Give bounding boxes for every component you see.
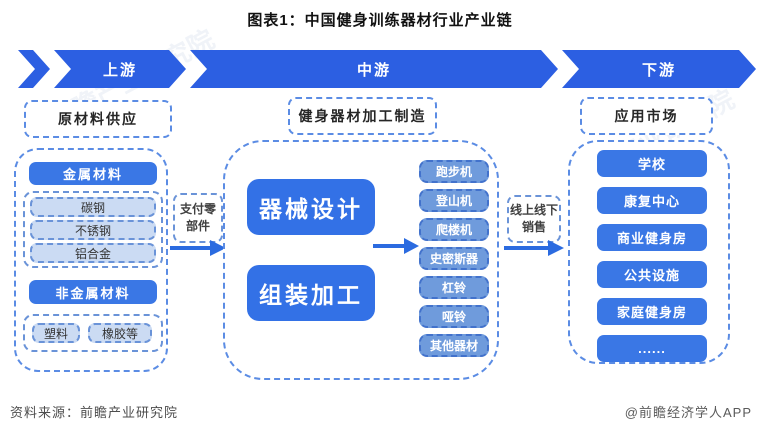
nonmetal-materials-group: 塑料 橡胶等 xyxy=(23,314,163,352)
banner-lead-chevron-icon xyxy=(18,50,50,88)
metal-materials-group: 碳钢 不锈钢 铝合金 xyxy=(23,191,163,268)
left-connector-label: 支付零部件 xyxy=(173,193,223,243)
right-connector-label: 线上线下销售 xyxy=(507,195,561,243)
market-item: 康复中心 xyxy=(597,187,707,214)
product-item: 其他器材 xyxy=(419,334,489,357)
chart-title: 图表1：中国健身训练器材行业产业链 xyxy=(247,12,513,29)
metal-materials-title: 金属材料 xyxy=(29,162,157,185)
product-item: 爬楼机 xyxy=(419,218,489,241)
midstream-container: 器械设计 组装加工 跑步机 登山机 爬楼机 史密斯器 杠铃 哑铃 其他器材 xyxy=(223,140,499,380)
market-item: 家庭健身房 xyxy=(597,298,707,325)
source-note: 资料来源：前瞻产业研究院 xyxy=(10,405,179,420)
downstream-header: 应用市场 xyxy=(580,97,713,135)
process-assembly-box: 组装加工 xyxy=(247,265,375,321)
process-design-box: 器械设计 xyxy=(247,179,375,235)
upstream-header: 原材料供应 xyxy=(24,100,172,138)
midstream-header: 健身器材加工制造 xyxy=(288,97,437,135)
material-item: 碳钢 xyxy=(30,197,156,217)
material-item: 橡胶等 xyxy=(88,323,152,343)
downstream-container: 学校 康复中心 商业健身房 公共设施 家庭健身房 ...... xyxy=(568,140,730,364)
right-flow-arrow-icon xyxy=(504,240,564,256)
product-item: 登山机 xyxy=(419,189,489,212)
product-item: 哑铃 xyxy=(419,305,489,328)
material-item: 铝合金 xyxy=(30,243,156,263)
mid-flow-arrow-icon xyxy=(373,238,419,254)
credit-note: @前瞻经济学人APP xyxy=(624,405,752,420)
market-item: ...... xyxy=(597,335,707,362)
material-item: 不锈钢 xyxy=(30,220,156,240)
product-item: 史密斯器 xyxy=(419,247,489,270)
market-item: 学校 xyxy=(597,150,707,177)
banner-segment-upstream: 上游 xyxy=(54,50,186,88)
upstream-container: 金属材料 碳钢 不锈钢 铝合金 非金属材料 塑料 橡胶等 xyxy=(14,148,168,372)
market-item: 商业健身房 xyxy=(597,224,707,251)
market-item: 公共设施 xyxy=(597,261,707,288)
banner-segment-downstream: 下游 xyxy=(562,50,756,88)
product-item: 跑步机 xyxy=(419,160,489,183)
nonmetal-materials-title: 非金属材料 xyxy=(29,280,157,304)
product-item: 杠铃 xyxy=(419,276,489,299)
banner-segment-midstream: 中游 xyxy=(190,50,558,88)
left-flow-arrow-icon xyxy=(170,240,226,256)
material-item: 塑料 xyxy=(32,323,80,343)
